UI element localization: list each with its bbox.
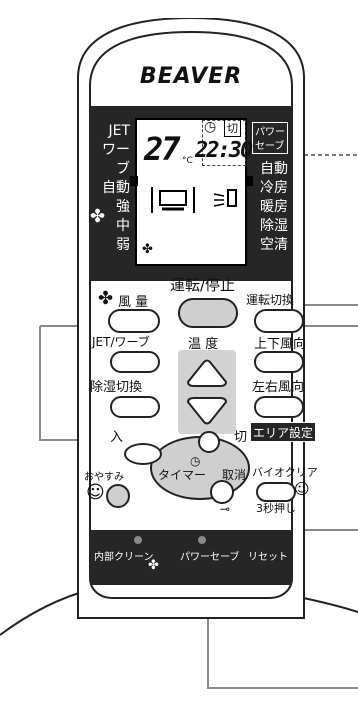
lcd-mode-auto: 自動 [260,161,288,177]
press-3sec-label: 3秒押し [256,502,296,515]
internal-clean-dot[interactable] [134,536,142,544]
area-setting-label: エリア設定 [253,426,314,440]
lcd-mode-cool: 冷房 [260,180,288,196]
dehumid-label: 除湿切換 [90,380,143,395]
cancel-label: 取消 [222,468,247,482]
lcd-indicator-left [130,176,138,186]
lcd-left-labels: JET ワーブ 自動 強 中 弱 [90,122,130,255]
reset-label: リセット [248,552,288,563]
timer-on-label: 入 [110,430,124,445]
sleep-face-icon: ☺ [86,482,105,503]
leftright-vane-button[interactable] [254,396,304,418]
leftright-vane-label: 左右風向 [252,380,305,395]
fan-speed-button[interactable] [108,309,160,333]
lcd-right-labels: 自動 冷房 暖房 除湿 空清 [260,160,300,255]
lcd-mode-dry: 除湿 [260,218,288,234]
brand-logo: BEAVER [139,64,243,89]
power-save-label-1: パワー [255,127,285,138]
timer-off-button[interactable] [198,431,220,453]
sleep-button[interactable] [106,484,130,508]
temp-up-button[interactable] [184,358,230,388]
bioclear-label: バイオクリア [252,466,318,479]
louver-icon [213,189,237,207]
bioclear-button[interactable] [256,482,296,502]
internal-clean-label: 内部クリーン [94,552,154,563]
fan-speed-label: 風 量 [118,295,149,310]
updown-vane-label: 上下風向 [254,337,307,352]
cancel-button[interactable] [210,480,234,504]
lcd-label-strong: 強 [116,199,130,215]
power-save-label: パワーセーブ [180,552,240,563]
power-label: 運転/停止 [170,276,236,294]
mode-label: 運転切換 [246,293,295,307]
lcd-label-medium: 中 [116,218,130,234]
lcd-indicator-right [245,176,253,186]
remote-control: BEAVER JET ワーブ 自動 強 中 弱 ✤ パワー セーブ 自動 冷房 … [60,18,322,668]
power-save-dot[interactable] [198,536,206,544]
area-setting-button[interactable]: エリア設定 [250,422,316,442]
lcd-mode-clean: 空清 [260,237,288,253]
bioclear-face-icon: ☺ [294,480,310,498]
dehumid-button[interactable] [110,396,160,418]
key-icon: ⊸ [220,502,231,516]
timer-label: タイマー [158,468,207,482]
timer-on-button[interactable] [124,443,162,465]
lcd-label-weak: 弱 [116,237,130,253]
fan-icon: ✤ [90,206,106,227]
temperature-unit: °C [182,156,193,166]
temp-down-button[interactable] [184,396,230,426]
temperature-label: 温 度 [188,337,219,352]
power-button[interactable] [178,298,238,328]
internal-clean-sparkle-icon: ✤ [148,558,159,573]
fan-speed-icon: ✤ [98,288,114,309]
updown-vane-button[interactable] [254,351,304,373]
timer-off-badge: 切 [224,119,241,137]
sparkle-icon: ✤ [142,242,153,257]
jet-wave-button[interactable] [110,351,160,373]
power-save-box: パワー セーブ [252,122,288,154]
lcd-label-wave: ワーブ [102,142,130,177]
temperature-display: 27 [144,130,181,168]
clock-display: 22:30 [195,138,253,163]
timer-clock-icon: ◷ [190,454,201,468]
jet-wave-label: JET/ワーブ [92,335,150,349]
lcd-label-auto: 自動 [102,180,130,196]
mode-button[interactable] [254,309,304,333]
aircon-unit-icon [151,187,195,213]
timer-off-label: 切 [234,430,248,445]
power-save-label-2: セーブ [255,141,285,152]
clock-icon: ◷ [204,119,217,135]
lcd-mode-heat: 暖房 [260,199,288,215]
sleep-label: おやすみ [84,472,124,483]
lcd-label-jet: JET [108,123,130,139]
